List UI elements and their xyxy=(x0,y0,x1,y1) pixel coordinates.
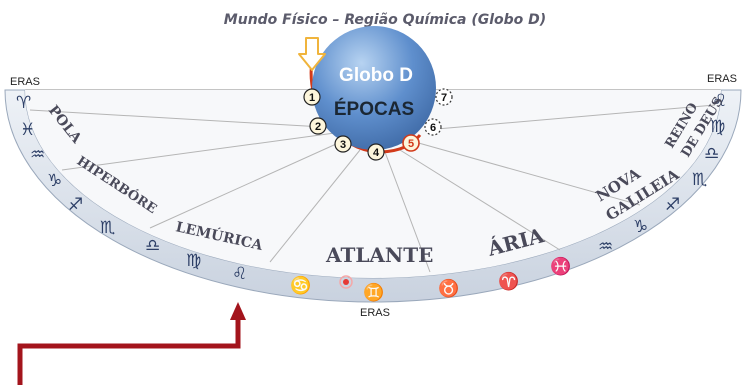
diagram-title: Mundo Físico – Região Química (Globo D) xyxy=(224,12,546,28)
zodiac-symbol: ♍ xyxy=(186,251,201,271)
epoch-markers: 1 2 3 4 5 6 7 xyxy=(303,88,453,161)
zodiac-symbol: ♈ xyxy=(16,93,31,113)
zodiac-symbol: ♌ xyxy=(232,264,247,284)
zodiac-symbol: ♒ xyxy=(598,237,613,257)
epoch-number: 6 xyxy=(430,122,436,134)
zodiac-left: ♈ ♓ ♒ ♑ ♐ ♏ ♎ ♍ ♌ xyxy=(16,93,247,284)
epoch-number-current: 5 xyxy=(408,138,414,150)
zodiac-symbol: ♍ xyxy=(710,117,725,137)
eras-label-bottom: ERAS xyxy=(360,307,390,319)
current-marker-dot xyxy=(343,279,349,285)
zodiac-symbol: ♒ xyxy=(30,145,45,165)
epoch-number: 4 xyxy=(373,147,380,159)
epoch-number: 7 xyxy=(441,92,447,104)
zodiac-symbol: ♌ xyxy=(712,91,727,111)
zodiac-symbol: ♈ xyxy=(498,271,519,292)
epoch-number: 1 xyxy=(309,92,315,104)
age-dividers xyxy=(29,104,716,273)
zodiac-symbol: ♑ xyxy=(633,217,648,237)
zodiac-symbol: ♐ xyxy=(665,195,680,215)
pointer-arrow-icon xyxy=(298,37,326,71)
zodiac-symbol: ♏ xyxy=(100,218,115,238)
zodiac-right: ♌ ♍ ♎ ♏ xyxy=(692,91,727,190)
zodiac-symbol: ♎ xyxy=(145,236,160,256)
eras-label-left: ERAS xyxy=(10,76,40,88)
zodiac-symbol: ♉ xyxy=(438,278,459,299)
zodiac-symbol: ♏ xyxy=(692,170,707,190)
epoch-number: 3 xyxy=(340,139,346,151)
globe-subtitle: ÉPOCAS xyxy=(334,98,414,120)
red-pointer-arrow-icon xyxy=(17,302,246,385)
zodiac-symbol: ♓ xyxy=(20,120,35,140)
globe-circle xyxy=(312,26,436,150)
zodiac-symbol: ♊ xyxy=(363,282,384,303)
epoch-number: 2 xyxy=(315,121,321,133)
zodiac-symbol: ♐ xyxy=(68,195,83,215)
globe-name: Globo D xyxy=(339,65,413,86)
ages-field xyxy=(25,90,721,278)
age-label-atlante: ATLANTE xyxy=(325,243,433,267)
zodiac-symbol: ♑ xyxy=(47,171,62,191)
zodiac-bottom: ♋ ♊ ♉ ♈ ♓ ♒ ♑ ♐ xyxy=(290,195,680,303)
zodiac-symbol: ♓ xyxy=(550,256,571,277)
zodiac-symbol: ♋ xyxy=(290,275,311,296)
eras-label-right: ERAS xyxy=(707,73,737,85)
zodiac-symbol: ♎ xyxy=(704,144,719,164)
